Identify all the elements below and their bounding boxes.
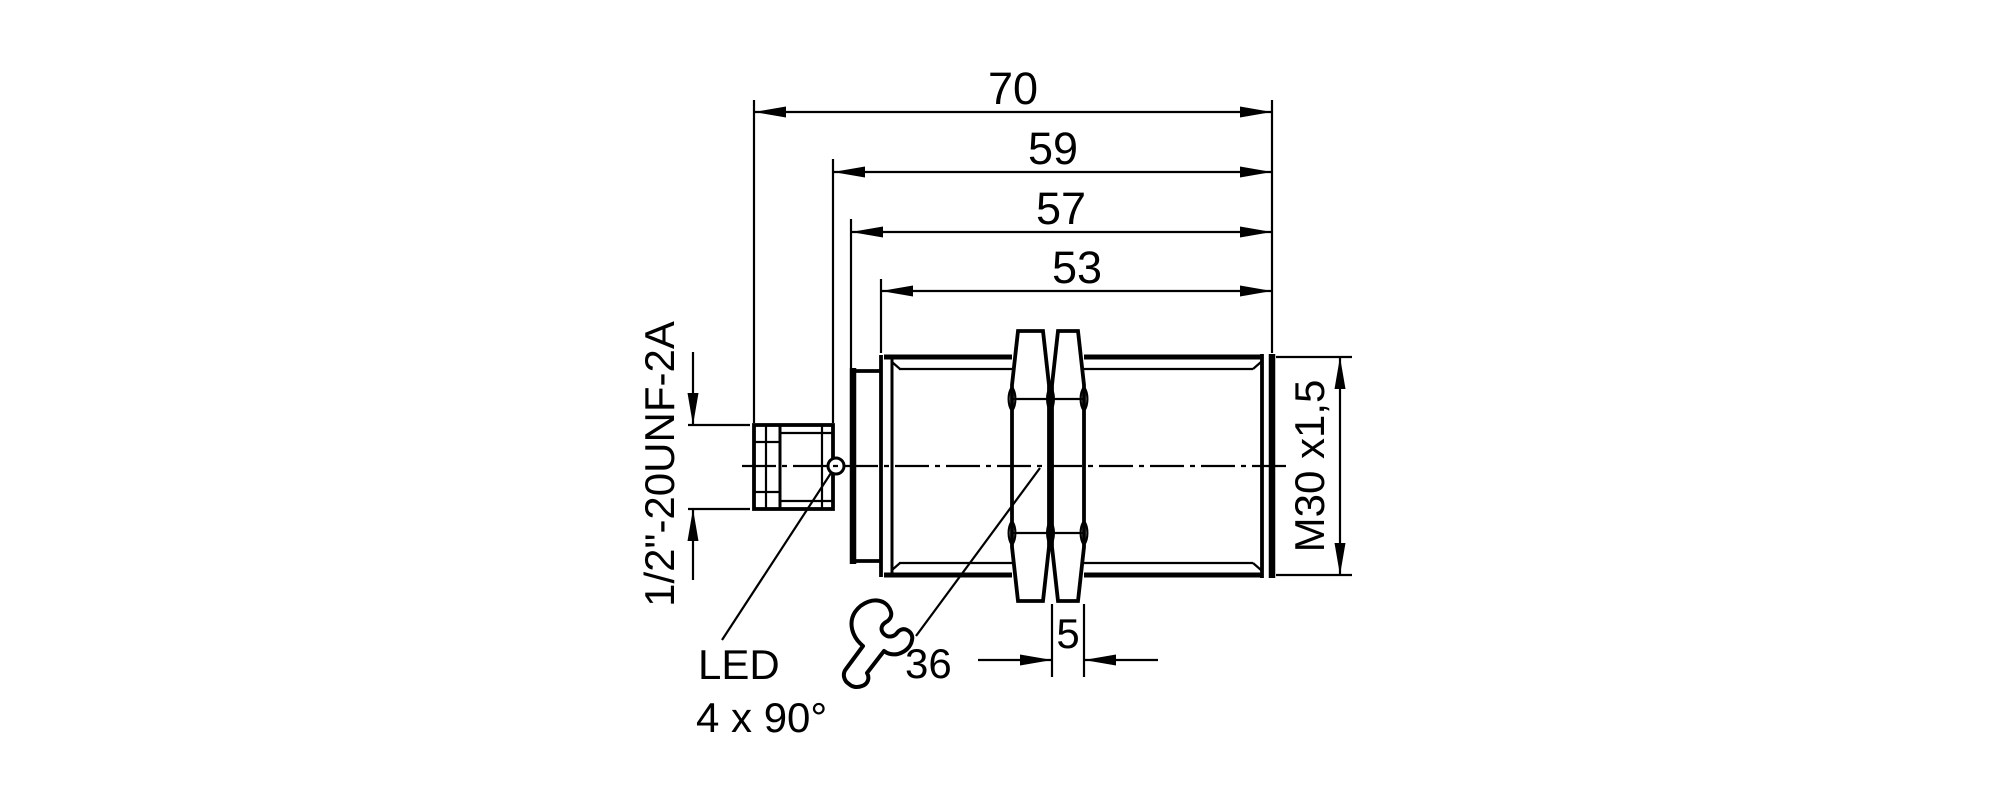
- wrench-size-label: 36: [905, 640, 952, 687]
- dimension-connector-thread: 1/2"-20UNF-2A: [636, 321, 750, 607]
- led-pattern-label: 4 x 90°: [696, 694, 827, 741]
- hex-nut-2: [1050, 329, 1086, 603]
- dimension-70: 70: [752, 63, 1274, 423]
- dimension-housing-thread: M30 x1,5: [1276, 355, 1352, 577]
- dim-5-label: 5: [1056, 610, 1079, 657]
- arrowhead-right: [1240, 285, 1272, 297]
- housing-thread-label: M30 x1,5: [1286, 380, 1333, 553]
- led-annotation: LED 4 x 90°: [696, 472, 832, 741]
- dimension-nut-width: 5: [978, 604, 1158, 677]
- connector-thread-label: 1/2"-20UNF-2A: [636, 321, 683, 607]
- arrowhead-left: [754, 106, 786, 118]
- arrowhead-up: [687, 509, 699, 541]
- wrench-icon: [841, 598, 915, 690]
- arrowhead-left: [833, 166, 865, 178]
- arrowhead-right: [1240, 106, 1272, 118]
- dim-57-label: 57: [1036, 183, 1086, 234]
- arrowhead-right: [1020, 654, 1052, 666]
- arrowhead-right: [1240, 226, 1272, 238]
- hex-nuts: [1007, 329, 1089, 603]
- arrowhead-left: [881, 285, 913, 297]
- arrowhead-left: [851, 226, 883, 238]
- dimension-59: 59: [831, 123, 1272, 423]
- led-label: LED: [698, 641, 780, 688]
- hex-nut-1: [1010, 329, 1051, 603]
- arrowhead-up: [1334, 357, 1346, 389]
- wrench-annotation: 36: [841, 467, 1041, 690]
- dimension-57: 57: [849, 183, 1272, 368]
- arrowhead-left: [1084, 654, 1116, 666]
- arrowhead-down: [1334, 543, 1346, 575]
- dimension-53: 53: [879, 242, 1272, 353]
- arrowhead-right: [1240, 166, 1272, 178]
- arrowhead-down: [687, 393, 699, 425]
- sensor-housing-outline: [849, 354, 1276, 578]
- dim-53-label: 53: [1052, 242, 1102, 293]
- dim-59-label: 59: [1028, 123, 1078, 174]
- dim-70-label: 70: [988, 63, 1038, 114]
